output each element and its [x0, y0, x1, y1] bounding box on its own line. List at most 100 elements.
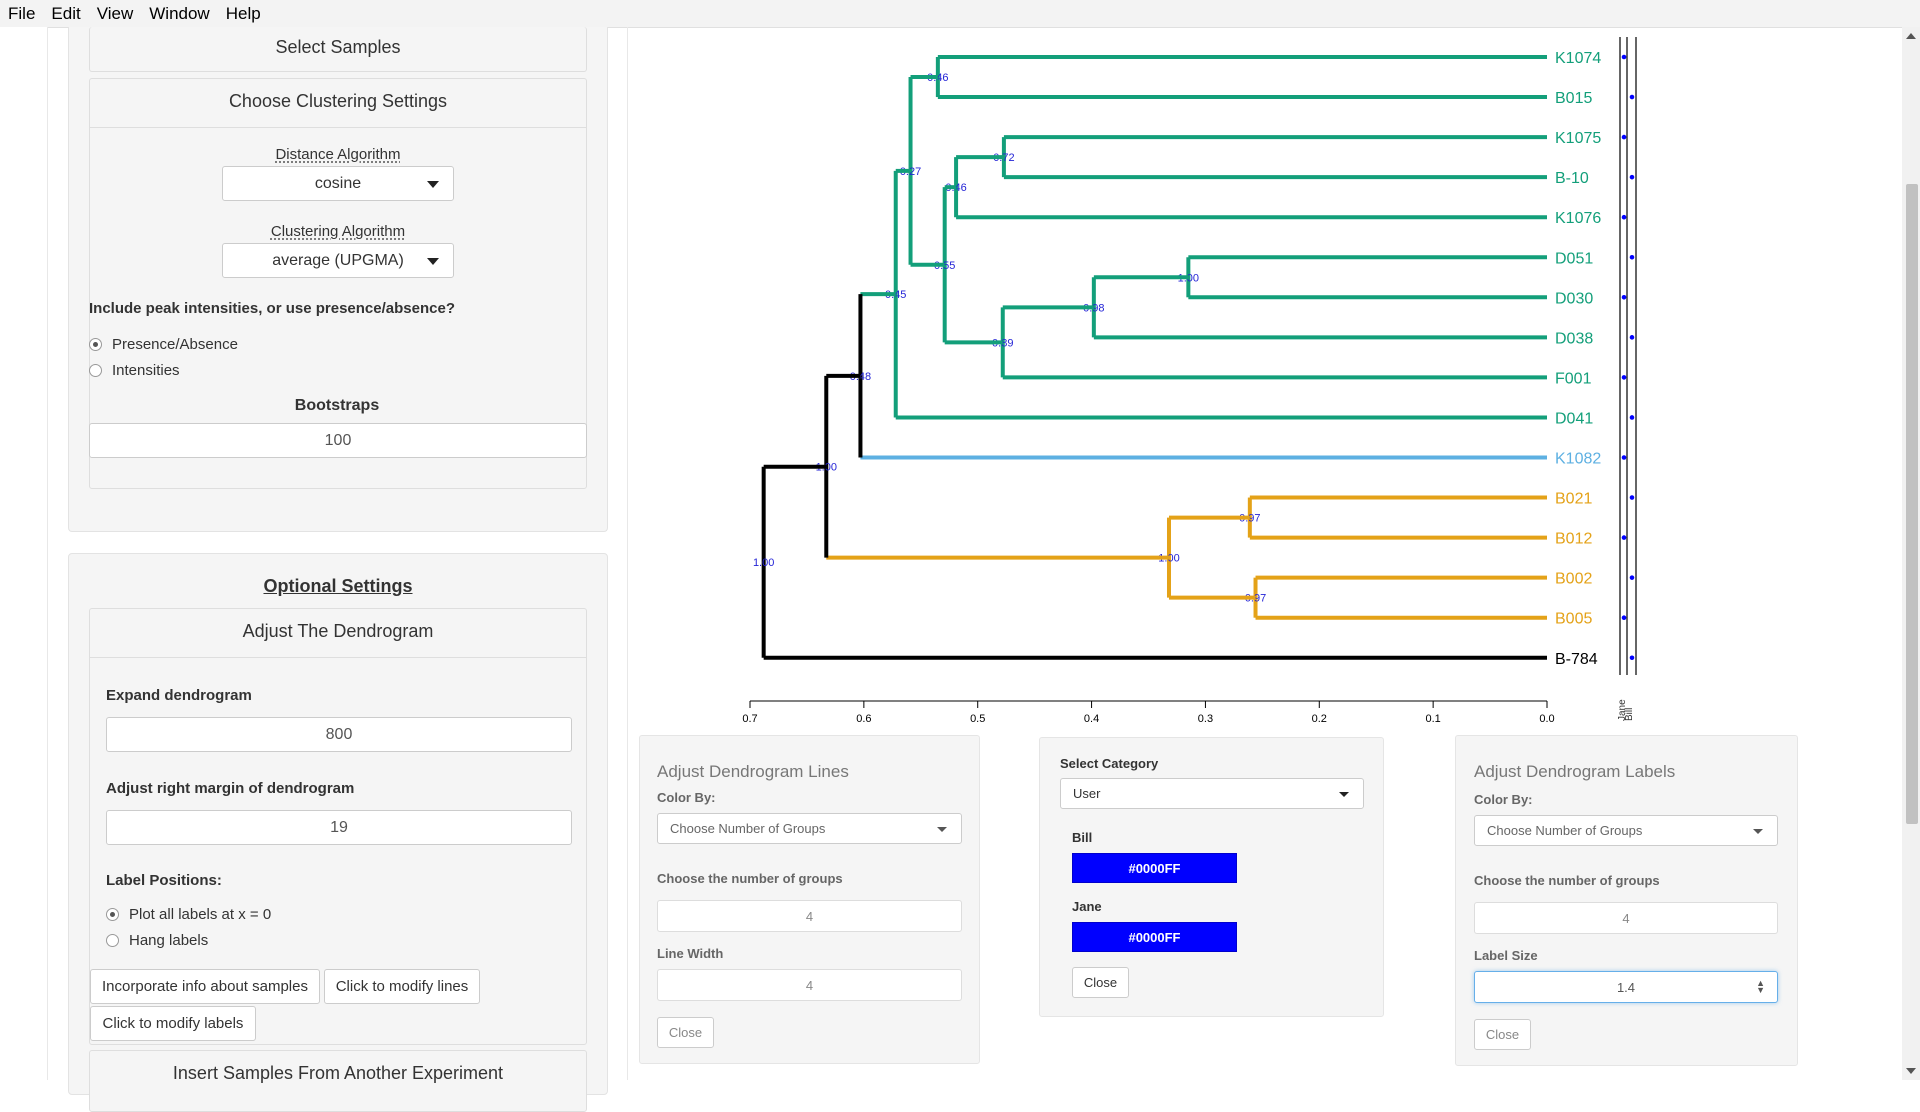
right-margin-label: Adjust right margin of dendrogram [106, 780, 355, 797]
clustering-settings-box: Choose Clustering Settings Distance Algo… [89, 78, 587, 489]
labels-groups-input[interactable]: 4 [1474, 902, 1778, 934]
radio-hang-labels[interactable]: Hang labels [106, 932, 208, 949]
radio-plot-all-labels[interactable]: Plot all labels at x = 0 [106, 906, 271, 923]
x-axis-tick-label: 0.7 [742, 713, 757, 725]
category-column-label: Bill [1624, 708, 1635, 721]
chevron-down-icon [427, 257, 439, 265]
menu-view[interactable]: View [96, 3, 134, 23]
left-gutter [0, 27, 48, 1080]
bill-color-picker[interactable]: #0000FF [1072, 853, 1237, 883]
chevron-down-icon [1339, 791, 1349, 797]
peak-question: Include peak intensities, or use presenc… [89, 300, 455, 317]
menu-bar: File Edit View Window Help [0, 0, 1920, 28]
leaf-label: F001 [1555, 370, 1592, 387]
bootstraps-input[interactable]: 100 [89, 423, 587, 458]
leaf-label: B-784 [1555, 651, 1598, 668]
leaf-label: K1082 [1555, 451, 1601, 468]
scroll-up-icon[interactable] [1906, 33, 1916, 39]
select-category-label: Select Category [1060, 756, 1159, 771]
menu-help[interactable]: Help [225, 3, 261, 23]
menu-edit[interactable]: Edit [51, 3, 81, 23]
leaf-label: K1074 [1555, 50, 1601, 67]
spinner-arrows-icon[interactable]: ▲▼ [1756, 978, 1765, 995]
category-select[interactable]: User [1060, 778, 1364, 809]
chevron-down-icon [937, 826, 947, 832]
category-dot [1629, 575, 1635, 580]
adjust-labels-panel: Adjust Dendrogram Labels Color By: Choos… [1455, 735, 1798, 1066]
leaf-label: D041 [1555, 410, 1593, 427]
adjust-lines-title: Adjust Dendrogram Lines [657, 762, 849, 781]
modify-lines-button[interactable]: Click to modify lines [324, 969, 480, 1004]
category-dot [1621, 455, 1627, 460]
jane-color-picker[interactable]: #0000FF [1072, 922, 1237, 952]
x-axis-tick-label: 0.2 [1312, 713, 1327, 725]
lines-groups-input[interactable]: 4 [657, 900, 962, 932]
x-axis-tick-label: 0.4 [1084, 713, 1099, 725]
x-axis-tick-label: 0.5 [970, 713, 985, 725]
category-dot [1621, 615, 1627, 620]
labels-groups-label: Choose the number of groups [1474, 873, 1660, 888]
jane-label: Jane [1072, 899, 1102, 914]
adjust-dendrogram-heading[interactable]: Adjust The Dendrogram [90, 609, 586, 658]
clustering-settings-heading[interactable]: Choose Clustering Settings [90, 79, 586, 128]
adjust-labels-title: Adjust Dendrogram Labels [1474, 762, 1676, 781]
label-size-label: Label Size [1474, 948, 1538, 963]
expand-dendrogram-input[interactable]: 800 [106, 717, 572, 752]
lines-color-by-select[interactable]: Choose Number of Groups [657, 813, 962, 844]
lines-color-by-label: Color By: [657, 790, 716, 805]
leaf-label: B021 [1555, 491, 1592, 508]
line-width-input[interactable]: 4 [657, 969, 962, 1001]
clustering-algorithm-value: average (UPGMA) [272, 251, 404, 269]
labels-color-by-select[interactable]: Choose Number of Groups [1474, 815, 1778, 846]
radio-plot-all-label: Plot all labels at x = 0 [129, 906, 272, 923]
bill-label: Bill [1072, 830, 1093, 845]
category-dot [1621, 295, 1627, 300]
lines-groups-label: Choose the number of groups [657, 871, 843, 886]
x-axis-tick-label: 0.0 [1539, 713, 1554, 725]
chevron-down-icon [1753, 828, 1763, 834]
menu-file[interactable]: File [8, 3, 36, 23]
category-close-button[interactable]: Close [1072, 967, 1129, 998]
distance-algorithm-select[interactable]: cosine [222, 166, 454, 201]
bootstrap-value: 1.00 [753, 557, 774, 569]
select-samples-heading[interactable]: Select Samples [275, 37, 401, 57]
category-dot [1629, 174, 1635, 180]
adjust-dendrogram-box: Adjust The Dendrogram Expand dendrogram … [89, 608, 587, 1045]
page-scrollbar[interactable] [1902, 27, 1920, 1080]
labels-color-by-value: Choose Number of Groups [1487, 823, 1643, 838]
radio-selected-icon [106, 908, 119, 921]
radio-intensities-label: Intensities [112, 362, 180, 379]
clustering-algorithm-select[interactable]: average (UPGMA) [222, 243, 454, 278]
leaf-label: D030 [1555, 290, 1593, 307]
category-dot [1621, 54, 1627, 60]
radio-unselected-icon [106, 934, 119, 947]
modify-labels-button[interactable]: Click to modify labels [90, 1006, 256, 1041]
labels-close-button[interactable]: Close [1474, 1019, 1531, 1050]
label-size-value: 1.4 [1616, 979, 1636, 995]
category-value: User [1073, 786, 1101, 801]
category-dot [1621, 214, 1627, 220]
insert-samples-box: Insert Samples From Another Experiment [89, 1050, 587, 1112]
bootstraps-label: Bootstraps [294, 397, 380, 414]
scroll-down-icon[interactable] [1906, 1068, 1916, 1074]
lines-close-button[interactable]: Close [657, 1017, 714, 1048]
clustering-panel: Select Samples Choose Clustering Setting… [68, 27, 608, 532]
label-size-input[interactable]: 1.4 ▲▼ [1474, 971, 1778, 1003]
insert-samples-heading[interactable]: Insert Samples From Another Experiment [172, 1063, 504, 1083]
right-margin-input[interactable]: 19 [106, 810, 572, 845]
scrollbar-thumb[interactable] [1906, 184, 1918, 824]
menu-window[interactable]: Window [149, 3, 210, 23]
select-samples-section[interactable]: Select Samples [89, 27, 587, 72]
leaf-label: K1076 [1555, 210, 1601, 227]
optional-settings-title: Optional Settings [263, 576, 413, 596]
leaf-label: B015 [1555, 90, 1592, 107]
radio-intensities[interactable]: Intensities [89, 362, 180, 379]
main-divider [627, 27, 628, 1080]
category-dot [1629, 335, 1635, 340]
leaf-label: D051 [1555, 250, 1593, 267]
lines-color-by-value: Choose Number of Groups [670, 821, 826, 836]
radio-presence-absence[interactable]: Presence/Absence [89, 336, 238, 353]
leaf-label: B005 [1555, 611, 1592, 628]
incorporate-info-button[interactable]: Incorporate info about samples [90, 969, 320, 1004]
category-dot [1621, 134, 1627, 140]
